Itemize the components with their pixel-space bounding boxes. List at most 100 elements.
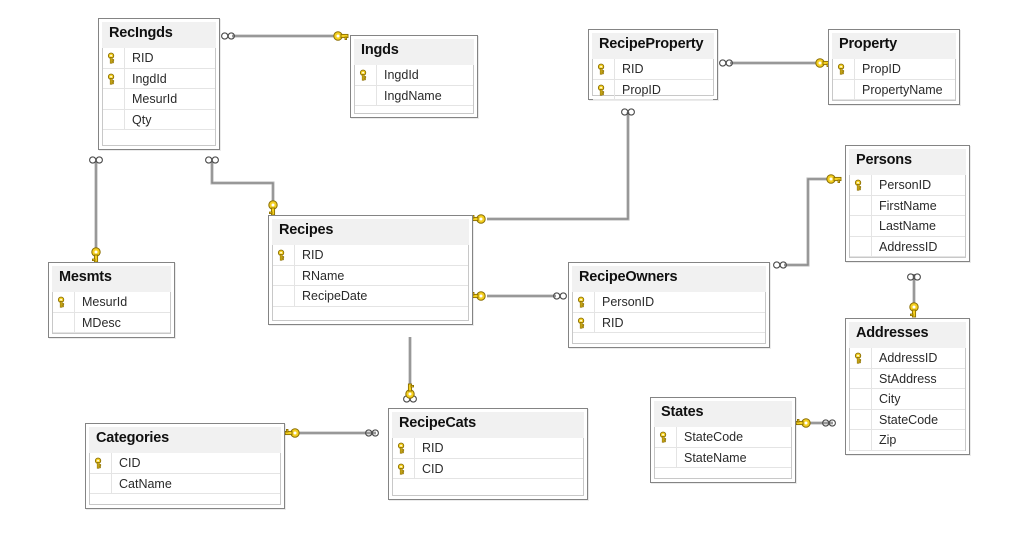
key-icon xyxy=(577,296,585,308)
field-row[interactable]: AddressID xyxy=(850,348,965,369)
field-name: Qty xyxy=(132,112,152,127)
table-filler xyxy=(273,307,468,319)
field-row[interactable]: MesurId xyxy=(53,292,170,313)
field-name: RID xyxy=(602,315,624,330)
field-row[interactable]: RID xyxy=(273,245,468,266)
field-row[interactable]: IngdName xyxy=(355,85,473,106)
field-row[interactable]: City xyxy=(850,389,965,410)
rel-recipeowners-persons-line[interactable] xyxy=(784,177,833,267)
field-row[interactable]: CID xyxy=(90,453,280,474)
key-icon xyxy=(57,296,65,308)
field-name: StateName xyxy=(684,450,747,465)
field-name: RecipeDate xyxy=(302,289,368,303)
field-row[interactable]: RecipeDate xyxy=(273,286,468,307)
field-row[interactable]: IngdId xyxy=(355,65,473,86)
primary-key-gutter xyxy=(833,59,855,79)
key-icon xyxy=(837,63,845,75)
field-row[interactable]: CatName xyxy=(90,473,280,494)
field-row[interactable]: FirstName xyxy=(850,195,965,216)
field-row[interactable]: Qty xyxy=(103,109,215,130)
primary-key-gutter xyxy=(355,65,377,85)
field-row[interactable]: PersonID xyxy=(573,292,765,313)
field-list-property: PropID PropertyName xyxy=(833,59,955,100)
key-icon xyxy=(397,442,405,454)
field-row[interactable]: PropID xyxy=(833,59,955,80)
field-row[interactable]: StateCode xyxy=(655,427,791,448)
field-name: RID xyxy=(132,51,154,65)
field-name: IngdId xyxy=(384,68,419,82)
field-gutter xyxy=(273,265,295,285)
field-row[interactable]: LastName xyxy=(850,216,965,237)
field-row[interactable]: MDesc xyxy=(53,312,170,333)
key-icon xyxy=(854,352,862,364)
field-row[interactable]: PropertyName xyxy=(833,79,955,100)
table-title-addresses: Addresses xyxy=(849,322,966,348)
rel-recipeproperty-recipes-line[interactable] xyxy=(487,112,630,221)
primary-key-gutter xyxy=(393,458,415,478)
table-filler xyxy=(833,100,955,112)
field-row[interactable]: MesurId xyxy=(103,89,215,110)
field-row[interactable]: StateCode xyxy=(850,409,965,430)
field-gutter xyxy=(273,286,295,306)
field-name: PropID xyxy=(862,62,901,76)
field-row[interactable]: CID xyxy=(393,458,583,479)
field-row[interactable]: StAddress xyxy=(850,368,965,389)
primary-key-gutter xyxy=(593,59,615,79)
key-icon xyxy=(107,52,115,64)
primary-key-gutter xyxy=(103,48,125,68)
field-row[interactable]: RID xyxy=(103,48,215,69)
field-gutter xyxy=(850,430,872,450)
field-gutter xyxy=(850,368,872,388)
field-name: StAddress xyxy=(879,371,937,386)
field-row[interactable]: RID xyxy=(573,312,765,333)
table-filler xyxy=(850,257,965,269)
field-row[interactable]: Zip xyxy=(850,430,965,451)
table-body-categories: CID CatName xyxy=(89,453,281,505)
table-title-recingds: RecIngds xyxy=(102,22,216,48)
field-gutter xyxy=(833,79,855,99)
field-row[interactable]: PropID xyxy=(593,79,713,100)
rel-recingds-recipes-line[interactable] xyxy=(210,162,275,203)
field-name: RID xyxy=(622,62,644,76)
field-name: CatName xyxy=(119,476,172,491)
field-row[interactable]: StateName xyxy=(655,447,791,468)
field-row[interactable]: IngdId xyxy=(103,68,215,89)
field-row[interactable]: AddressID xyxy=(850,236,965,257)
key-icon xyxy=(277,249,285,261)
field-row[interactable]: PersonID xyxy=(850,175,965,196)
table-title-mesmts: Mesmts xyxy=(52,266,171,292)
field-name: IngdName xyxy=(384,88,442,103)
field-row[interactable]: RID xyxy=(593,59,713,80)
field-row[interactable]: RName xyxy=(273,265,468,286)
table-title-recipecats: RecipeCats xyxy=(392,412,584,438)
field-row[interactable]: RID xyxy=(393,438,583,459)
field-list-recipeowners: PersonID RID xyxy=(573,292,765,333)
key-icon xyxy=(470,291,486,301)
primary-key-gutter xyxy=(850,348,872,368)
table-body-property: PropID PropertyName xyxy=(832,59,956,101)
primary-key-gutter xyxy=(850,175,872,195)
key-icon xyxy=(470,214,486,224)
